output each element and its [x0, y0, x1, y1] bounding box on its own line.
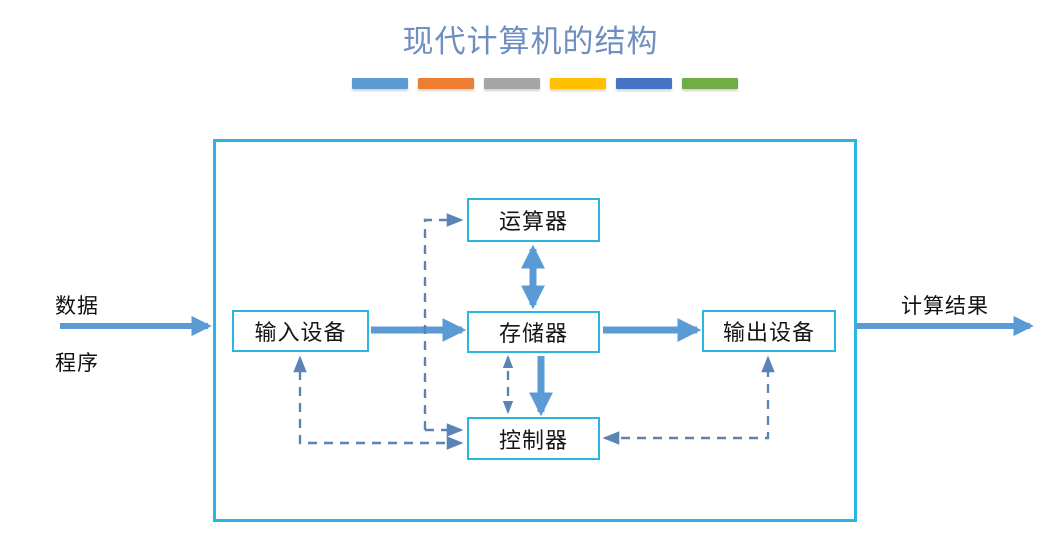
- ribbon-segment-orange: [418, 78, 474, 89]
- title-color-ribbon: [352, 78, 738, 89]
- ribbon-segment-gray: [484, 78, 540, 89]
- node-output-device-label: 输出设备: [722, 320, 815, 345]
- node-output-device[interactable]: 输出设备: [702, 310, 836, 352]
- edge-controller-to-input-control: [293, 355, 464, 450]
- node-controller-label: 控制器: [498, 427, 568, 453]
- ribbon-segment-yellow: [550, 78, 606, 89]
- computer-system-boundary: [213, 139, 857, 522]
- node-input-device-label: 输入设备: [254, 320, 347, 345]
- node-controller[interactable]: 控制器: [467, 417, 600, 460]
- node-input-device[interactable]: 输入设备: [232, 310, 369, 352]
- edge-controller-to-output-control: [602, 355, 775, 445]
- edge-controller-to-alu-control: [423, 213, 464, 430]
- label-program: 程序: [55, 351, 99, 375]
- node-alu-label: 运算器: [498, 209, 568, 234]
- ribbon-segment-dark-blue: [616, 78, 672, 89]
- ribbon-segment-blue: [352, 78, 408, 89]
- node-memory[interactable]: 存储器: [467, 311, 600, 353]
- ribbon-segment-green: [682, 78, 738, 89]
- label-computation-result: 计算结果: [901, 294, 989, 318]
- label-data: 数据: [55, 294, 99, 318]
- node-memory-label: 存储器: [498, 321, 568, 346]
- page-title: 现代计算机的结构: [402, 24, 659, 59]
- node-alu[interactable]: 运算器: [467, 198, 600, 242]
